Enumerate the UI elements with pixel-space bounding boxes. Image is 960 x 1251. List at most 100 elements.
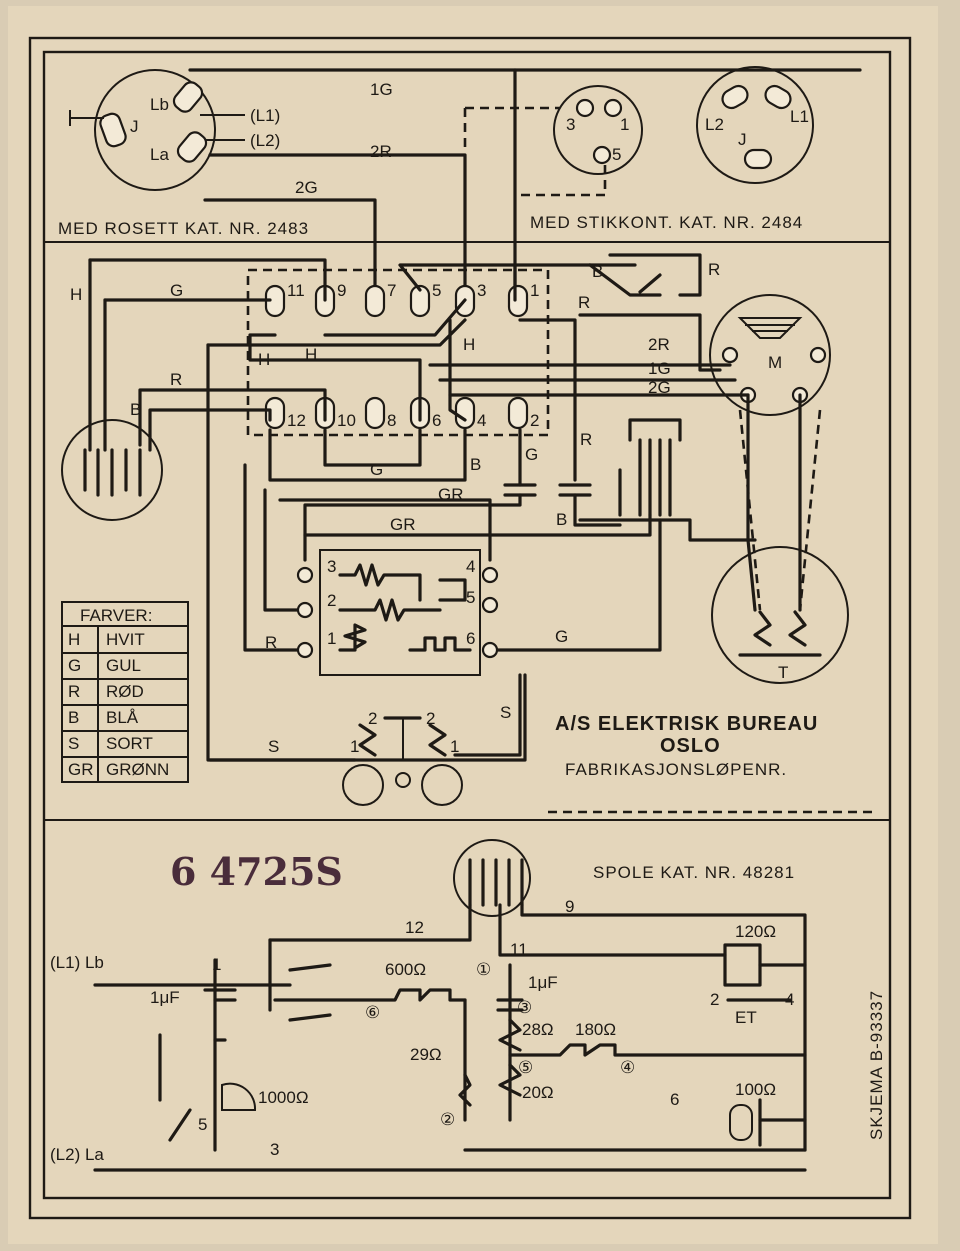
terminal-label-8: 8 [387,411,396,430]
spole-n5: 5 [198,1115,207,1134]
wire-label-h: H [70,285,82,304]
rosett-j-label: J [130,117,139,136]
terminal-7 [364,284,386,318]
terminal-label-10: 10 [337,411,356,430]
legend-name-h: HVIT [106,630,145,649]
legend-name-g: GUL [106,656,141,675]
spole-la: (L2) La [50,1145,104,1164]
spole-r20: 20Ω [522,1083,554,1102]
top-wires: 1G 2R 2G [188,68,862,292]
coil-term-6: 6 [466,629,475,648]
socket-pin-1: 1 [620,115,629,134]
microphone-circle [709,294,831,416]
rosett-la-label: La [150,145,169,164]
spole-c5: ⑤ [518,1058,533,1077]
legend-code-s: S [68,734,79,753]
terminal-label-6: 6 [432,411,441,430]
terminal-label-7: 7 [387,281,396,300]
spole-cap1: 1μF [150,988,180,1007]
spole-n6: 6 [670,1090,679,1109]
wire-label-r4: R [580,430,592,449]
stikkont-plug: L2 L1 J [696,66,814,184]
rosett-lb-label: Lb [150,95,169,114]
socket-pin-3: 3 [566,115,575,134]
terminal-label-3: 3 [477,281,486,300]
legend-code-r: R [68,682,80,701]
spole-r600: 600Ω [385,960,426,979]
spole-et2: 2 [710,990,719,1009]
outer-frame [28,36,912,1220]
wire-label-g: G [170,281,183,300]
wire-label-h4: H [463,335,475,354]
wire-label-b2: B [592,262,603,281]
spole-c1: ① [476,960,491,979]
terminal-label-2: 2 [530,411,539,430]
spole-n3: 3 [270,1140,279,1159]
terminal-label-9: 9 [337,281,346,300]
maker-company: A/S ELEKTRISK BUREAU [555,713,818,735]
coil-term-4: 4 [466,557,475,576]
maker-serial-label: FABRIKASJONSLØPENR. [565,760,787,779]
ringer-left-1: 1 [350,737,359,756]
wire-label-h3: H [305,345,317,364]
wire-label-1g-mid: 1G [648,359,671,378]
terminal-block-outline [246,268,550,437]
terminal-label-5: 5 [432,281,441,300]
legend-name-r: RØD [106,682,144,701]
spole-r180: 180Ω [575,1020,616,1039]
legend-code-gr: GR [68,760,94,779]
wire-label-b3: B [470,455,481,474]
wire-2r-label: 2R [370,142,392,161]
maker-city: OSLO [660,735,721,757]
ringer-right-2: 2 [426,709,435,728]
wire-label-h2: H [258,350,270,369]
spole-n12: 12 [405,918,424,937]
schema-number: SKJEMA B-93337 [867,990,886,1140]
spole-r1000: 1000Ω [258,1088,309,1107]
spole-c2: ② [440,1110,455,1129]
wire-label-r3: R [708,260,720,279]
wire-label-r: R [170,370,182,389]
wire-label-gr2: GR [390,515,416,534]
rosett-l1-label: (L1) [250,106,280,125]
legend-name-gr: GRØNN [106,760,169,779]
main-wiring: H G R B H H H R B R M [61,253,849,762]
terminal-label-11: 11 [287,281,305,300]
inner-frame [42,50,892,1200]
header-spole: SPOLE KAT. NR. 48281 [593,863,795,882]
wire-label-s2: S [500,703,511,722]
plug-j-label: J [738,130,747,149]
spole-et: ET [735,1008,757,1027]
plug-l2-label: L2 [705,115,724,134]
legend-name-b: BLÅ [106,708,139,727]
header-stikkont: MED STIKKONT. KAT. NR. 2484 [530,213,803,232]
spole-r28: 28Ω [522,1020,554,1039]
spole-r29: 29Ω [410,1045,442,1064]
spole-c3: ③ [517,998,532,1017]
receiver-circle [711,546,849,684]
wire-label-g3: G [370,460,383,479]
terminal-1 [507,284,529,318]
spole-cap2: 1μF [528,973,558,992]
wire-label-m: M [768,353,782,372]
spole-r100: 100Ω [735,1080,776,1099]
maker-block: A/S ELEKTRISK BUREAU OSLO FABRIKASJONSLØ… [555,713,818,779]
terminal-2 [507,396,529,430]
terminal-label-4: 4 [477,411,486,430]
wire-label-b4: B [556,510,567,529]
stamp-number: 6 4725S [170,849,343,894]
header-rosett: MED ROSETT KAT. NR. 2483 [58,219,309,238]
legend-code-b: B [68,708,79,727]
terminal-8 [364,396,386,430]
coil-term-3: 3 [327,557,336,576]
wire-label-g2: G [525,445,538,464]
legend-title: FARVER: [80,606,152,625]
coil-term-5: 5 [466,588,475,607]
rosett-l2-label: (L2) [250,131,280,150]
spole-n1: 1 [212,955,221,974]
plug-l1-label: L1 [790,107,809,126]
legend-code-h: H [68,630,80,649]
terminal-4 [454,396,476,430]
wire-label-r5: R [265,633,277,652]
